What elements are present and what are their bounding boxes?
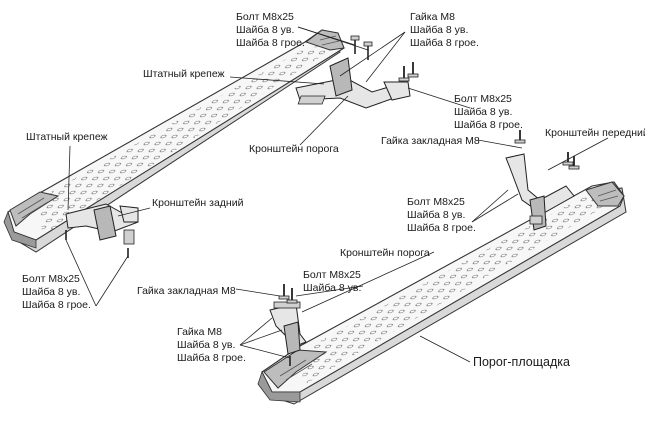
label-sill-bracket-lower: Кронштейн порога [340,247,430,259]
label-bolt-mid: Болт М8х25 Шайба 8 ув. Шайба 8 грое. [454,93,523,131]
label-bolt-top: Болт М8х25 Шайба 8 ув. Шайба 8 грое. [236,11,305,49]
label-nut-low: Гайка М8 Шайба 8 ув. Шайба 8 грое. [177,326,246,364]
label-front-bracket: Кронштейн передний [545,127,645,139]
label-rear-bracket: Кронштейн задний [152,197,244,209]
upper-rear-bracket [65,203,139,245]
label-nut-top: Гайка М8 Шайба 8 ув. Шайба 8 грое. [410,11,479,49]
leader-lines [65,26,609,363]
label-std-mount-left: Штатный крепеж [26,131,108,143]
label-emb-nut-lower: Гайка закладная М8 [137,285,236,297]
label-bolt-right: Болт М8х25 Шайба 8 ув. Шайба 8 грое. [407,196,476,234]
label-sill-bracket-upper: Кронштейн порога [249,143,339,155]
upper-loose-bolts [65,35,580,258]
lower-front-bracket [505,153,575,231]
label-emb-nut-upper: Гайка закладная М8 [381,135,480,147]
label-std-mount-upper: Штатный крепеж [143,68,225,80]
label-platform: Порог-площадка [473,355,570,369]
lower-loose-bolts [278,284,298,366]
lower-running-board [257,181,627,405]
upper-running-board [3,29,345,253]
upper-front-sill-bracket [295,57,411,109]
label-bolt-left: Болт М8х25 Шайба 8 ув. Шайба 8 грое. [22,273,91,311]
label-bolt-low: Болт М8х25 Шайба 8 ув. [303,269,362,294]
